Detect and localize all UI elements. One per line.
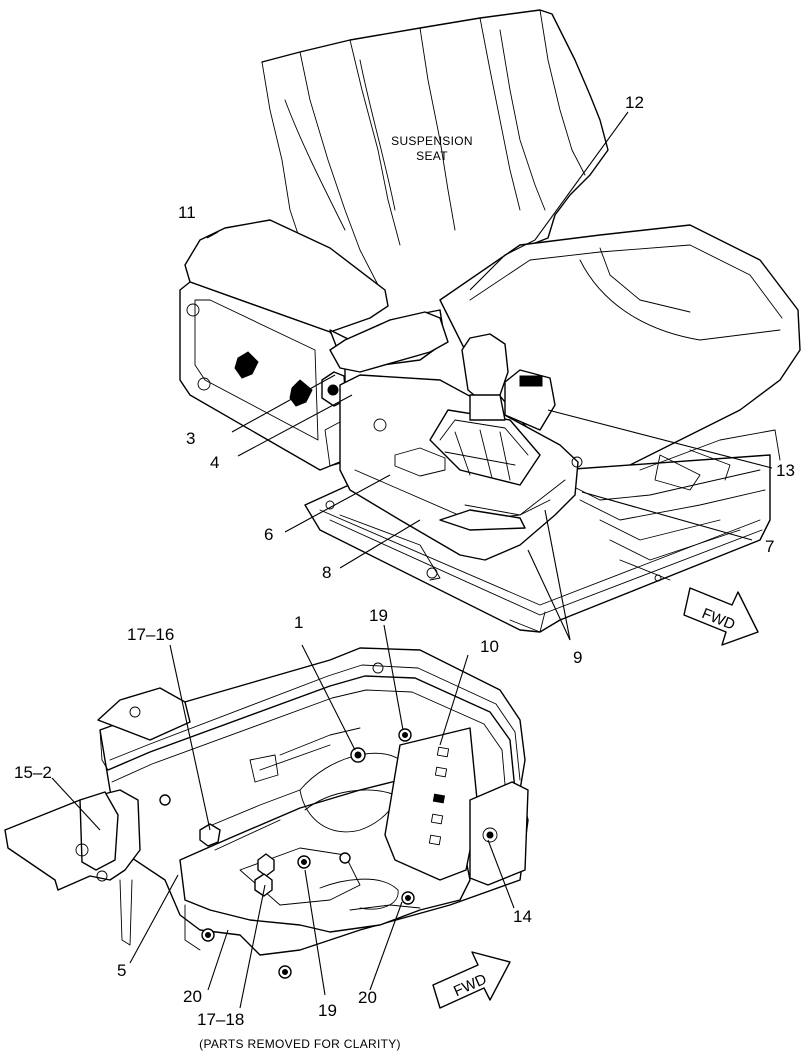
fasteners [159,728,415,979]
seat-label-line1: SUSPENSION [391,134,473,148]
seat-label-line2: SEAT [416,149,448,163]
lower-leader-lines [51,624,515,1009]
callout-11: 11 [178,203,196,222]
parts-removed-note: (PARTS REMOVED FOR CLARITY) [199,1037,401,1051]
callout-12: 12 [625,93,644,112]
left-bracket [4,789,141,946]
callout-7: 7 [765,537,774,556]
callout-6: 6 [264,525,273,544]
callout-14: 14 [513,907,532,926]
callout-15-2: 15–2 [14,763,52,782]
callout-9: 9 [573,648,582,667]
slotted-plate [384,727,479,881]
callout-17-16: 17–16 [127,625,174,644]
callout-10: 10 [480,637,499,656]
fwd-arrow-lower: FWD [432,951,511,1009]
callout-19-bottom: 19 [318,1001,337,1020]
suspension-seat-view: SUSPENSION SEAT [178,9,801,667]
upper-leader-lines [206,111,773,641]
callout-20-right: 20 [358,988,377,1007]
callout-13: 13 [776,461,795,480]
callout-1: 1 [294,613,303,632]
seat-backrest [261,9,609,286]
callout-3: 3 [186,429,195,448]
callout-17-18: 17–18 [197,1010,244,1029]
left-armrest [179,219,389,471]
callout-19-top: 19 [369,606,388,625]
callout-5: 5 [117,961,126,980]
seat-base-view: FWD 17–16 1 19 10 15–2 14 5 20 20 19 17–… [4,606,532,1051]
callout-8: 8 [322,563,331,582]
right-channel [469,781,529,886]
armrest-pad [329,311,449,373]
fwd-arrow-upper: FWD [683,587,759,646]
callout-20-left: 20 [183,987,202,1006]
callout-4: 4 [210,453,219,472]
